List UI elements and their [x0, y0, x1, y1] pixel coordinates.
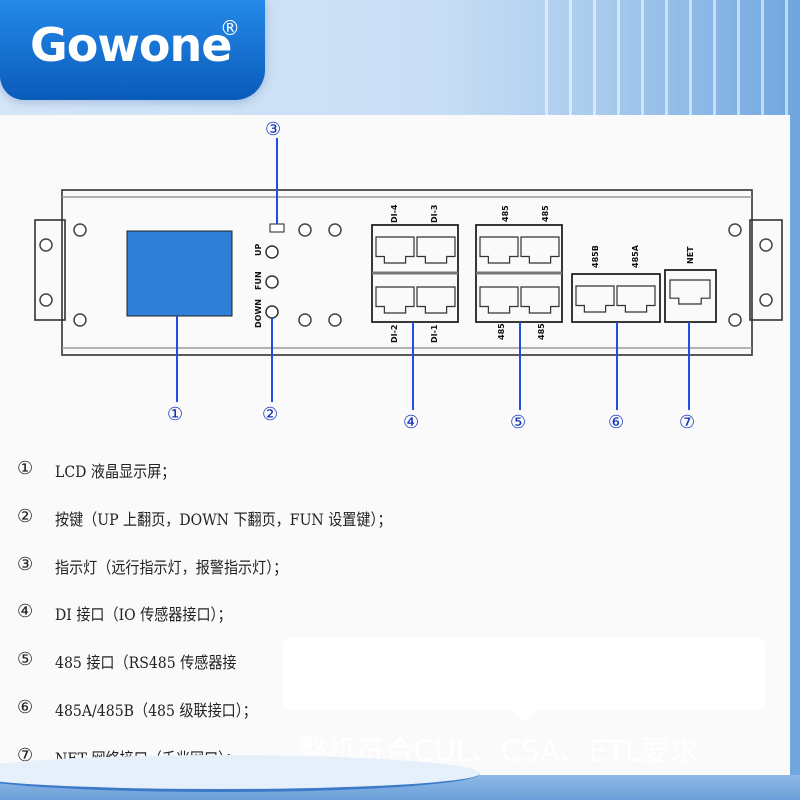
- legend-text: 485 接口（RS485 传感器接: [55, 653, 237, 673]
- port-label-di1: DI-1: [430, 324, 439, 343]
- port-label-485: 485: [501, 205, 510, 222]
- legend-num: ③: [17, 553, 34, 575]
- rj45-jack: [575, 285, 615, 313]
- legend-text: 按键（UP 上翻页，DOWN 下翻页，FUN 设置键）；: [55, 509, 392, 529]
- fun-button: [265, 275, 279, 289]
- legend-num: ①: [17, 458, 34, 479]
- legend-num: ⑤: [17, 649, 34, 671]
- callout-5: ⑤: [510, 412, 526, 433]
- rj45-jack: [375, 236, 415, 264]
- legend-item: ④ DI 接口（IO 传感器接口）；: [17, 601, 438, 649]
- rj45-jack: [375, 286, 415, 314]
- legend-text: LCD 液晶显示屏；: [55, 462, 176, 481]
- legend-text: 485A/485B（485 级联接口）；: [55, 700, 257, 720]
- leader-lines: [176, 138, 690, 410]
- brand-name: Gowone: [30, 18, 232, 72]
- port-label-di2: DI-2: [390, 324, 399, 343]
- callout-6: ⑥: [608, 412, 624, 433]
- footer-band: [0, 755, 800, 800]
- rj45-jack: [669, 279, 711, 305]
- legend-num: ②: [17, 505, 34, 527]
- indicator-led: [269, 223, 285, 233]
- tooltip-overlay: [283, 637, 765, 722]
- callout-1: ①: [167, 404, 183, 425]
- fun-label: FUN: [254, 271, 263, 290]
- port-label-net: NET: [686, 246, 695, 264]
- port-blocks: [371, 224, 717, 323]
- down-button: [265, 305, 279, 319]
- port-label-485: 485: [497, 323, 506, 340]
- up-label: UP: [254, 244, 263, 256]
- lcd-screen: [126, 230, 233, 317]
- rj45-jacks: [375, 236, 711, 314]
- down-label: DOWN: [254, 299, 263, 328]
- rj45-jack: [479, 236, 519, 264]
- legend-text: 指示灯（远行指示灯，报警指示灯）；: [55, 557, 288, 577]
- up-button: [265, 245, 279, 259]
- legend-item: ② 按键（UP 上翻页，DOWN 下翻页，FUN 设置键）；: [17, 506, 438, 554]
- callout-4: ④: [403, 412, 419, 433]
- header-stripes: [545, 0, 800, 118]
- rj45-jack: [520, 286, 560, 314]
- port-label-485: 485: [537, 323, 546, 340]
- port-label-di3: DI-3: [430, 204, 439, 223]
- rj45-jack: [616, 285, 656, 313]
- callout-3: ③: [265, 119, 281, 140]
- port-labels: DI-4 DI-3 DI-2 DI-1 485 485 485 485 485B…: [390, 204, 695, 343]
- legend-text: DI 接口（IO 传感器接口）；: [55, 605, 232, 625]
- port-label-485: 485: [541, 205, 550, 222]
- legend-list: ① LCD 液晶显示屏； ② 按键（UP 上翻页，DOWN 下翻页，FUN 设置键）…: [17, 458, 438, 793]
- legend-item: ⑤ 485 接口（RS485 传感器接: [17, 649, 438, 697]
- port-label-485b: 485B: [591, 245, 600, 268]
- port-label-di4: DI-4: [390, 204, 399, 223]
- callout-7: ⑦: [679, 412, 695, 433]
- legend-item: ③ 指示灯（远行指示灯，报警指示灯）；: [17, 554, 438, 602]
- registered-mark: ®: [220, 16, 240, 40]
- legend-num: ④: [17, 601, 34, 623]
- rj45-jack: [416, 286, 456, 314]
- legend-num: ⑥: [17, 696, 34, 718]
- screws: [39, 223, 773, 327]
- port-label-485a: 485A: [631, 244, 640, 268]
- brand-logo: Gowone ®: [0, 0, 265, 100]
- callout-2: ②: [262, 404, 278, 425]
- rj45-jack: [520, 236, 560, 264]
- rj45-jack: [479, 286, 519, 314]
- legend-item: ① LCD 液晶显示屏；: [17, 458, 438, 506]
- legend-item: ⑥ 485A/485B（485 级联接口）；: [17, 697, 438, 745]
- rj45-jack: [416, 236, 456, 264]
